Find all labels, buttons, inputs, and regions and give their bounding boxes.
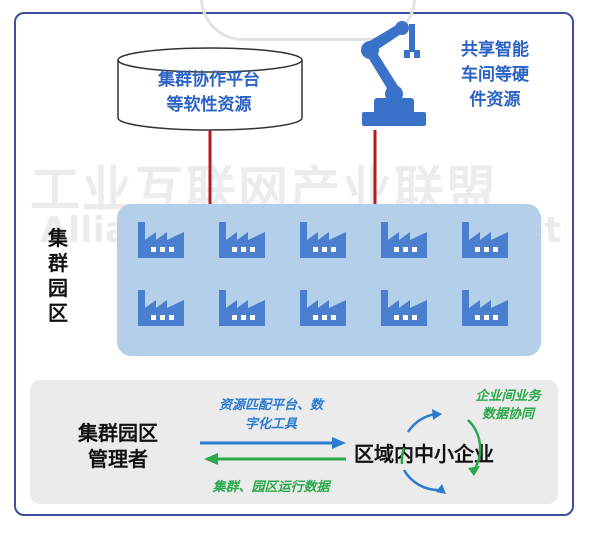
- cluster-panel: [117, 204, 541, 356]
- arrow-to-sme: [200, 437, 346, 449]
- factory-icon: [219, 222, 265, 258]
- factory-icon: [138, 222, 184, 258]
- factory-icon: [381, 290, 427, 326]
- platform-tools-label: 资源匹配平台、数 字化工具: [218, 398, 323, 432]
- factory-icon: [300, 222, 346, 258]
- cluster-label: 集 群 园 区: [48, 226, 68, 325]
- operation-data-label: 集群、园区运行数据: [212, 480, 330, 495]
- factory-icon: [300, 290, 346, 326]
- factory-icon: [138, 290, 184, 326]
- watermark-left: Allia: [40, 210, 130, 251]
- factory-icon: [381, 222, 427, 258]
- cycle-arrows-icon: [400, 409, 482, 494]
- arrow-to-manager: [204, 453, 346, 465]
- collaboration-label: 企业间业务 数据协同: [475, 389, 541, 422]
- hardware-resources-label: 共享智能 车间等硬 件资源: [461, 40, 529, 110]
- factory-icon: [462, 290, 508, 326]
- software-resources-label: 集群协作平台 等软性资源: [158, 70, 260, 115]
- robot-arm-icon: [361, 21, 426, 126]
- database-cylinder: [117, 47, 303, 131]
- factory-icon: [219, 290, 265, 326]
- factory-icon: [462, 222, 508, 258]
- cluster-manager-label: 集群园区 管理者: [78, 421, 158, 471]
- sme-label: 区域内中小企业: [354, 442, 494, 466]
